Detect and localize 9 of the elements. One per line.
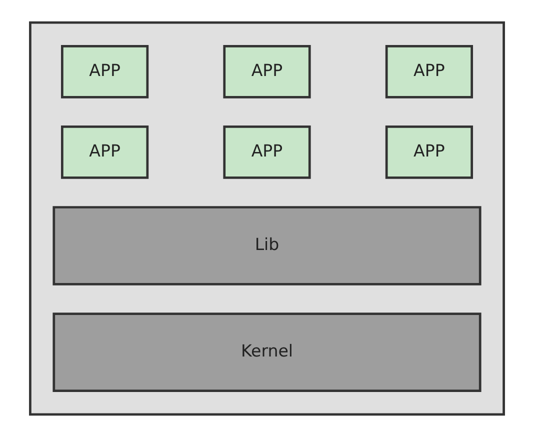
cluster — [28, 21, 504, 416]
node-box: Lib — [52, 206, 481, 286]
node-box: APP — [222, 45, 310, 98]
node-box: Kernel — [52, 312, 481, 392]
node-box: APP — [384, 126, 472, 179]
node-box: APP — [222, 126, 310, 179]
node-box: APP — [60, 45, 148, 98]
node-box: APP — [60, 126, 148, 179]
node-box: APP — [384, 45, 472, 98]
